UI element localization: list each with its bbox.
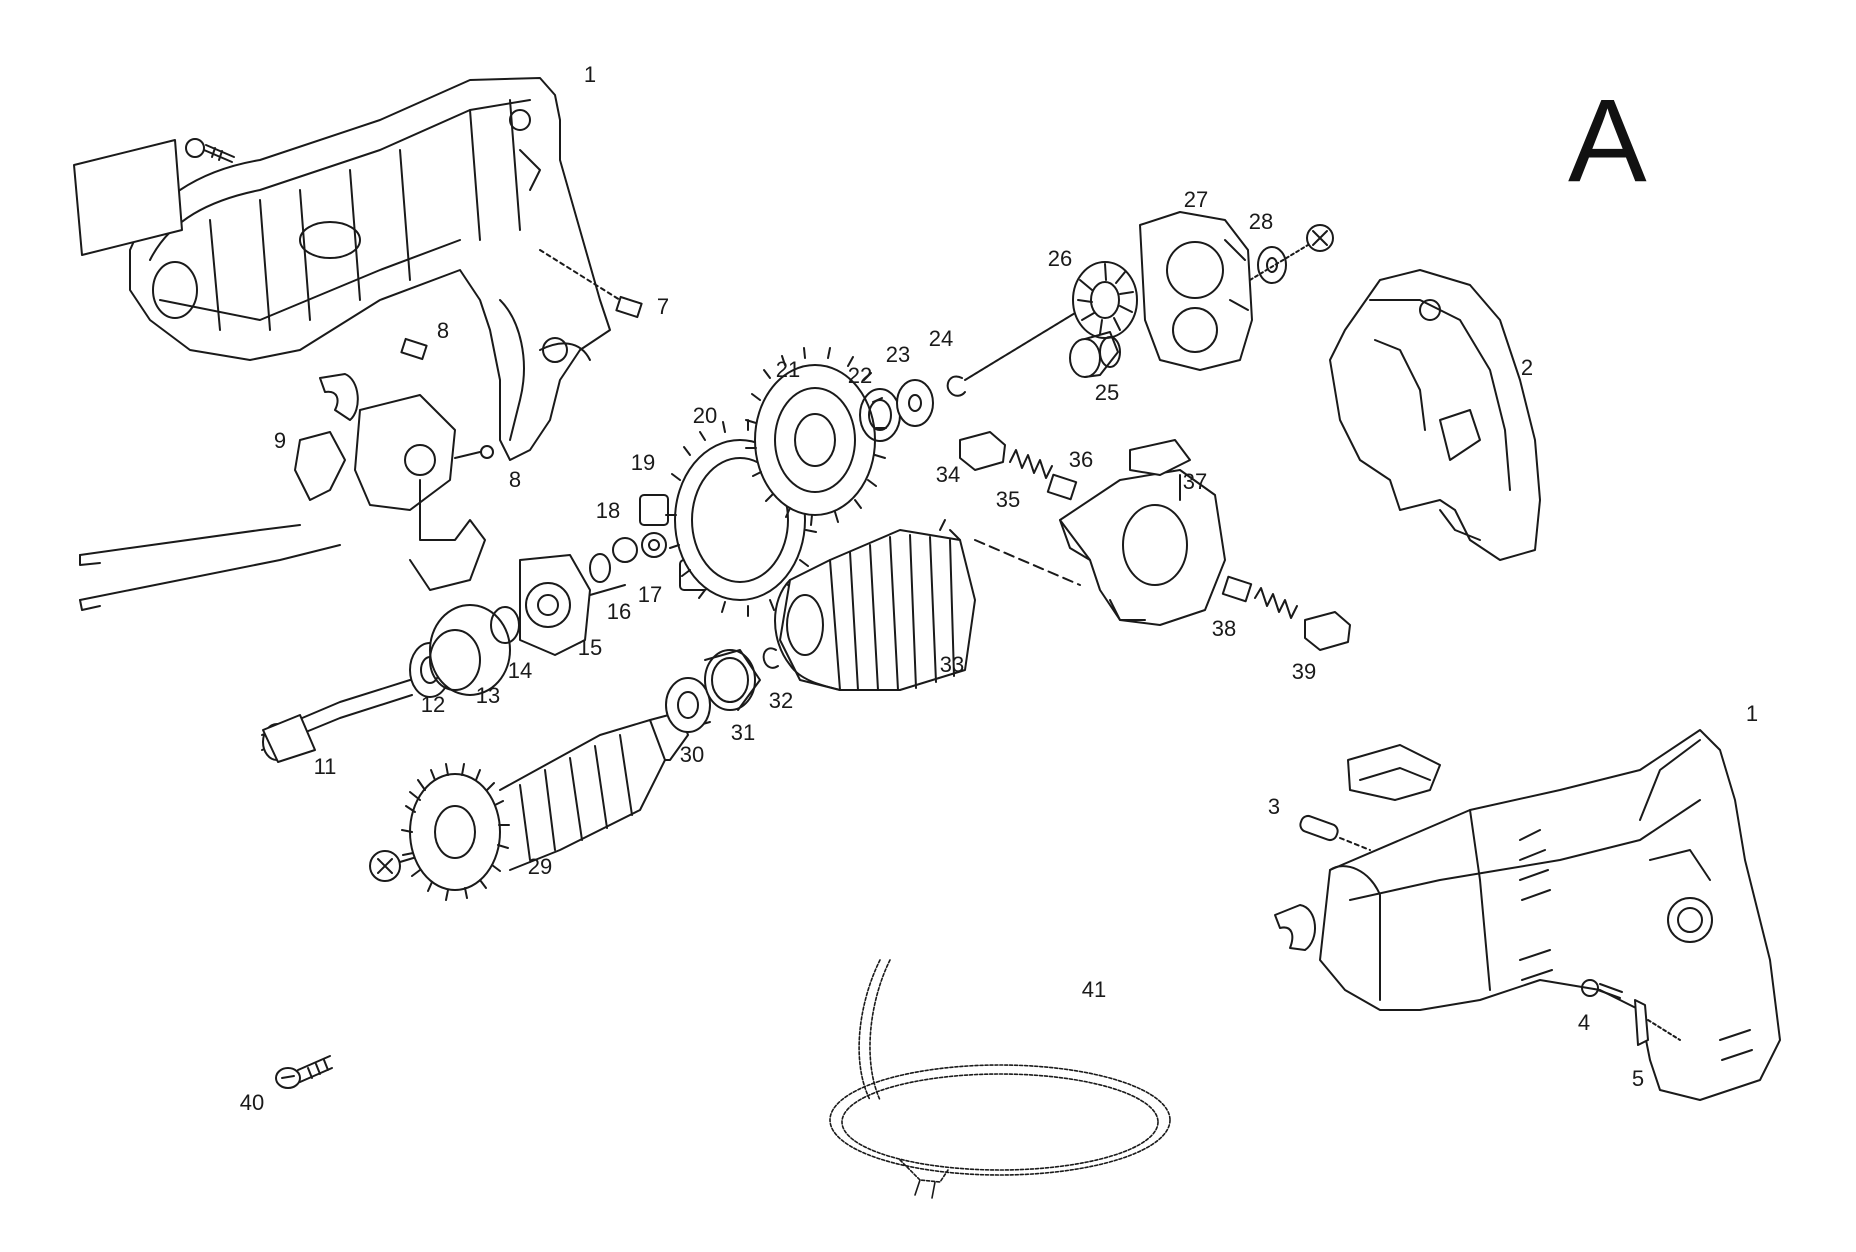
part-label-17: 17 [637, 582, 663, 607]
part-label-1-top: 1 [583, 62, 597, 87]
part-label-36: 36 [1068, 447, 1094, 472]
part-label-1-bottom: 1 [1745, 701, 1759, 726]
part-label-33: 33 [939, 652, 965, 677]
part-label-28: 28 [1248, 209, 1274, 234]
part-label-38: 38 [1211, 616, 1237, 641]
field-stator-drawing [774, 519, 1081, 691]
part-label-4: 4 [1577, 1010, 1591, 1035]
part-label-12: 12 [420, 692, 446, 717]
bearings-drawing [665, 647, 779, 733]
handle-cover-drawing [1329, 269, 1541, 561]
part-label-18: 18 [595, 498, 621, 523]
part-label-23: 23 [885, 342, 911, 367]
part-label-8-pin: 8 [436, 318, 450, 343]
part-label-26: 26 [1047, 246, 1073, 271]
part-label-25: 25 [1094, 380, 1120, 405]
housing-assembled-drawing [1274, 729, 1781, 1101]
brush-holder-drawing [959, 431, 1351, 651]
part-label-16: 16 [606, 599, 632, 624]
part-label-14: 14 [507, 658, 533, 683]
part-label-27: 27 [1183, 187, 1209, 212]
part-label-11: 11 [313, 754, 337, 779]
part-label-5: 5 [1631, 1066, 1645, 1091]
part-label-32: 32 [768, 688, 794, 713]
part-label-39: 39 [1291, 659, 1317, 684]
part-label-35: 35 [995, 487, 1021, 512]
part-label-8-screw: 8 [508, 467, 522, 492]
part-label-2: 2 [1520, 355, 1534, 380]
gear-train-drawing [261, 309, 1081, 763]
switch-drawing [79, 394, 494, 611]
part-label-15: 15 [577, 635, 603, 660]
part-label-22: 22 [847, 363, 873, 388]
part-label-31: 31 [730, 720, 756, 745]
housing-half-left-drawing [73, 77, 643, 461]
part-label-37: 37 [1182, 469, 1208, 494]
part-label-40: 40 [239, 1090, 265, 1115]
part-label-13: 13 [475, 683, 501, 708]
section-letter: A [1568, 75, 1647, 207]
part-label-34: 34 [935, 462, 961, 487]
armature-drawing [369, 711, 711, 901]
part-label-3: 3 [1267, 794, 1281, 819]
part-label-9: 9 [273, 428, 287, 453]
motor-cover-drawing [1069, 211, 1334, 378]
part-label-24: 24 [928, 326, 954, 351]
part-label-29: 29 [527, 854, 553, 879]
part-label-21: 21 [775, 357, 801, 382]
part-label-30: 30 [679, 742, 705, 767]
part-label-19: 19 [630, 450, 656, 475]
part-label-7: 7 [656, 294, 670, 319]
part-label-41: 41 [1081, 977, 1107, 1002]
part-label-20: 20 [692, 403, 718, 428]
screw-40-drawing [275, 1055, 333, 1089]
power-cord-drawing [829, 959, 1171, 1199]
